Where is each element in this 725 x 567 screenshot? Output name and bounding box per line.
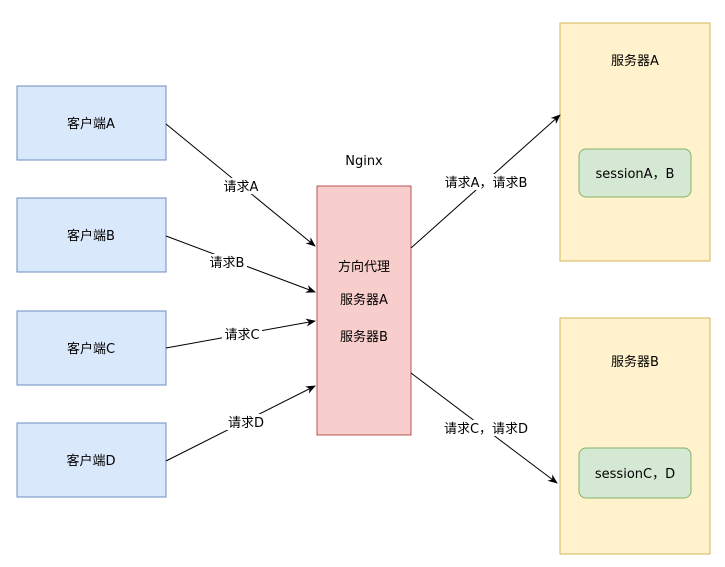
nginx-title: Nginx: [345, 154, 383, 169]
server-b-label: 服务器B: [611, 354, 659, 370]
svg-text:请求C，请求D: 请求C，请求D: [444, 422, 528, 437]
session-b-label: sessionC，D: [595, 467, 675, 482]
edge-label-request-a: 请求A: [221, 178, 261, 195]
client-b-label: 客户端B: [67, 228, 115, 244]
svg-text:请求A，请求B: 请求A，请求B: [445, 176, 528, 191]
svg-text:请求A: 请求A: [224, 180, 259, 195]
edge-label-request-d: 请求D: [225, 414, 267, 431]
nginx-line-proxy: 方向代理: [338, 259, 390, 275]
edge-label-to-server-b: 请求C，请求D: [440, 420, 532, 437]
svg-text:请求C: 请求C: [224, 328, 259, 343]
edge-label-request-c: 请求C: [222, 326, 262, 343]
server-b-node: 服务器B sessionC，D: [559, 317, 711, 555]
client-a-label: 客户端A: [67, 116, 115, 132]
client-d-label: 客户端D: [66, 453, 115, 469]
client-c-node: 客户端C: [16, 310, 167, 386]
svg-text:请求D: 请求D: [228, 416, 264, 431]
client-d-node: 客户端D: [16, 422, 167, 498]
server-a-node: 服务器A sessionA，B: [559, 22, 711, 262]
session-b-box: [578, 447, 692, 499]
nginx-line-server-b: 服务器B: [340, 329, 388, 345]
server-a-label: 服务器A: [611, 53, 659, 69]
client-c-label: 客户端C: [67, 341, 115, 357]
edge-label-to-server-a: 请求A，请求B: [440, 174, 532, 191]
edge-label-request-b: 请求B: [207, 254, 247, 271]
client-a-node: 客户端A: [16, 85, 167, 161]
session-a-box: [578, 148, 692, 198]
svg-text:请求B: 请求B: [210, 256, 245, 271]
client-b-node: 客户端B: [16, 197, 167, 273]
nginx-node: 方向代理 服务器A 服务器B: [316, 185, 412, 436]
session-a-label: sessionA，B: [596, 167, 675, 182]
nginx-line-server-a: 服务器A: [340, 292, 388, 308]
